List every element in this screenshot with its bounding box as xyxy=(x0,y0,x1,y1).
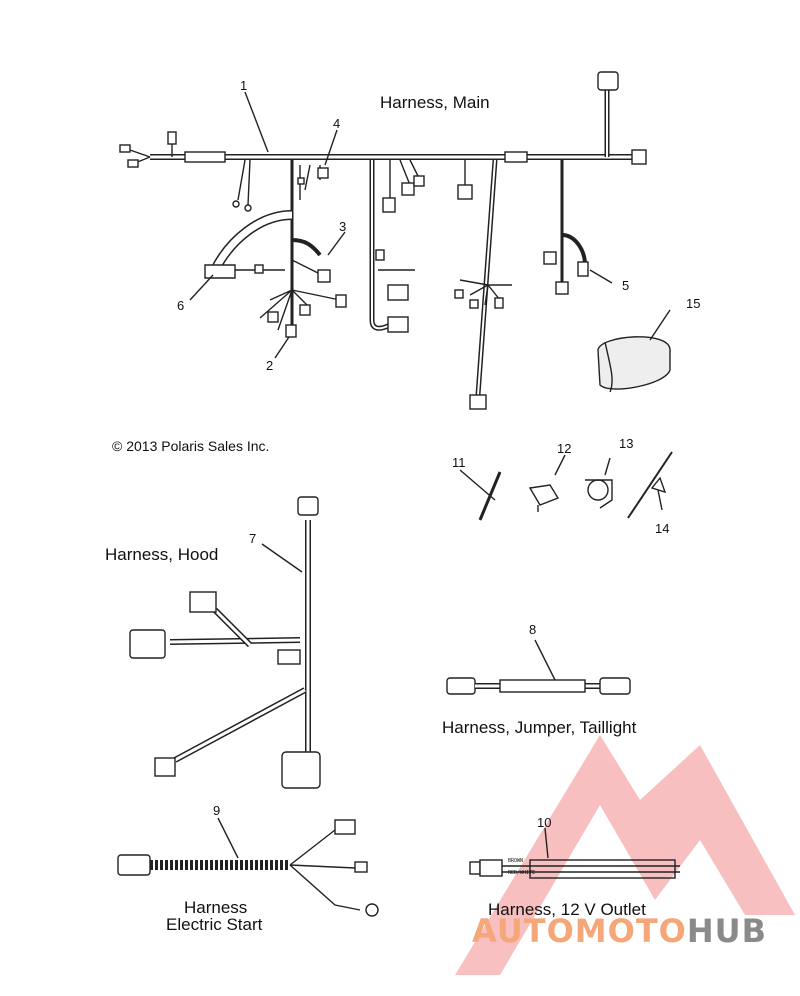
copyright: © 2013 Polaris Sales Inc. xyxy=(112,438,270,454)
callout-13: 13 xyxy=(619,436,634,451)
callout-8: 8 xyxy=(529,622,537,637)
callout-4: 4 xyxy=(333,116,341,131)
callout-14: 14 xyxy=(655,521,670,536)
watermark-text: AUTOMOTOHUB xyxy=(472,912,767,950)
callout-9: 9 xyxy=(213,803,221,818)
callout-7: 7 xyxy=(249,531,257,546)
title-electric-start-1: Harness xyxy=(184,898,248,917)
watermark-logo xyxy=(455,735,795,975)
outlet-harness xyxy=(469,827,680,879)
main-harness xyxy=(119,71,647,410)
wire-label-red-white: RED/WHITE xyxy=(508,870,536,876)
title-hood-harness: Harness, Hood xyxy=(105,545,219,564)
callout-5: 5 xyxy=(622,278,630,293)
title-taillight-harness: Harness, Jumper, Taillight xyxy=(442,718,637,737)
callout-2: 2 xyxy=(266,358,274,373)
title-electric-start-2: Electric Start xyxy=(166,915,263,934)
hood-harness xyxy=(129,496,321,789)
callout-12: 12 xyxy=(557,441,572,456)
taillight-harness xyxy=(446,639,631,695)
electric-start-harness xyxy=(117,817,379,917)
wire-label-brown: BROWN xyxy=(508,858,524,864)
callout-1: 1 xyxy=(240,78,248,93)
watermark-part1: AUTOMOTO xyxy=(472,912,687,950)
fasteners xyxy=(459,451,673,521)
callout-10: 10 xyxy=(537,815,552,830)
callout-3: 3 xyxy=(339,219,347,234)
callout-15: 15 xyxy=(686,296,701,311)
callout-6: 6 xyxy=(177,298,185,313)
title-outlet-harness: Harness, 12 V Outlet xyxy=(488,900,646,919)
watermark-part2: HUB xyxy=(686,912,768,950)
title-main-harness: Harness, Main xyxy=(380,93,490,112)
callout-11: 11 xyxy=(452,455,466,470)
part-15-cover xyxy=(597,309,671,393)
